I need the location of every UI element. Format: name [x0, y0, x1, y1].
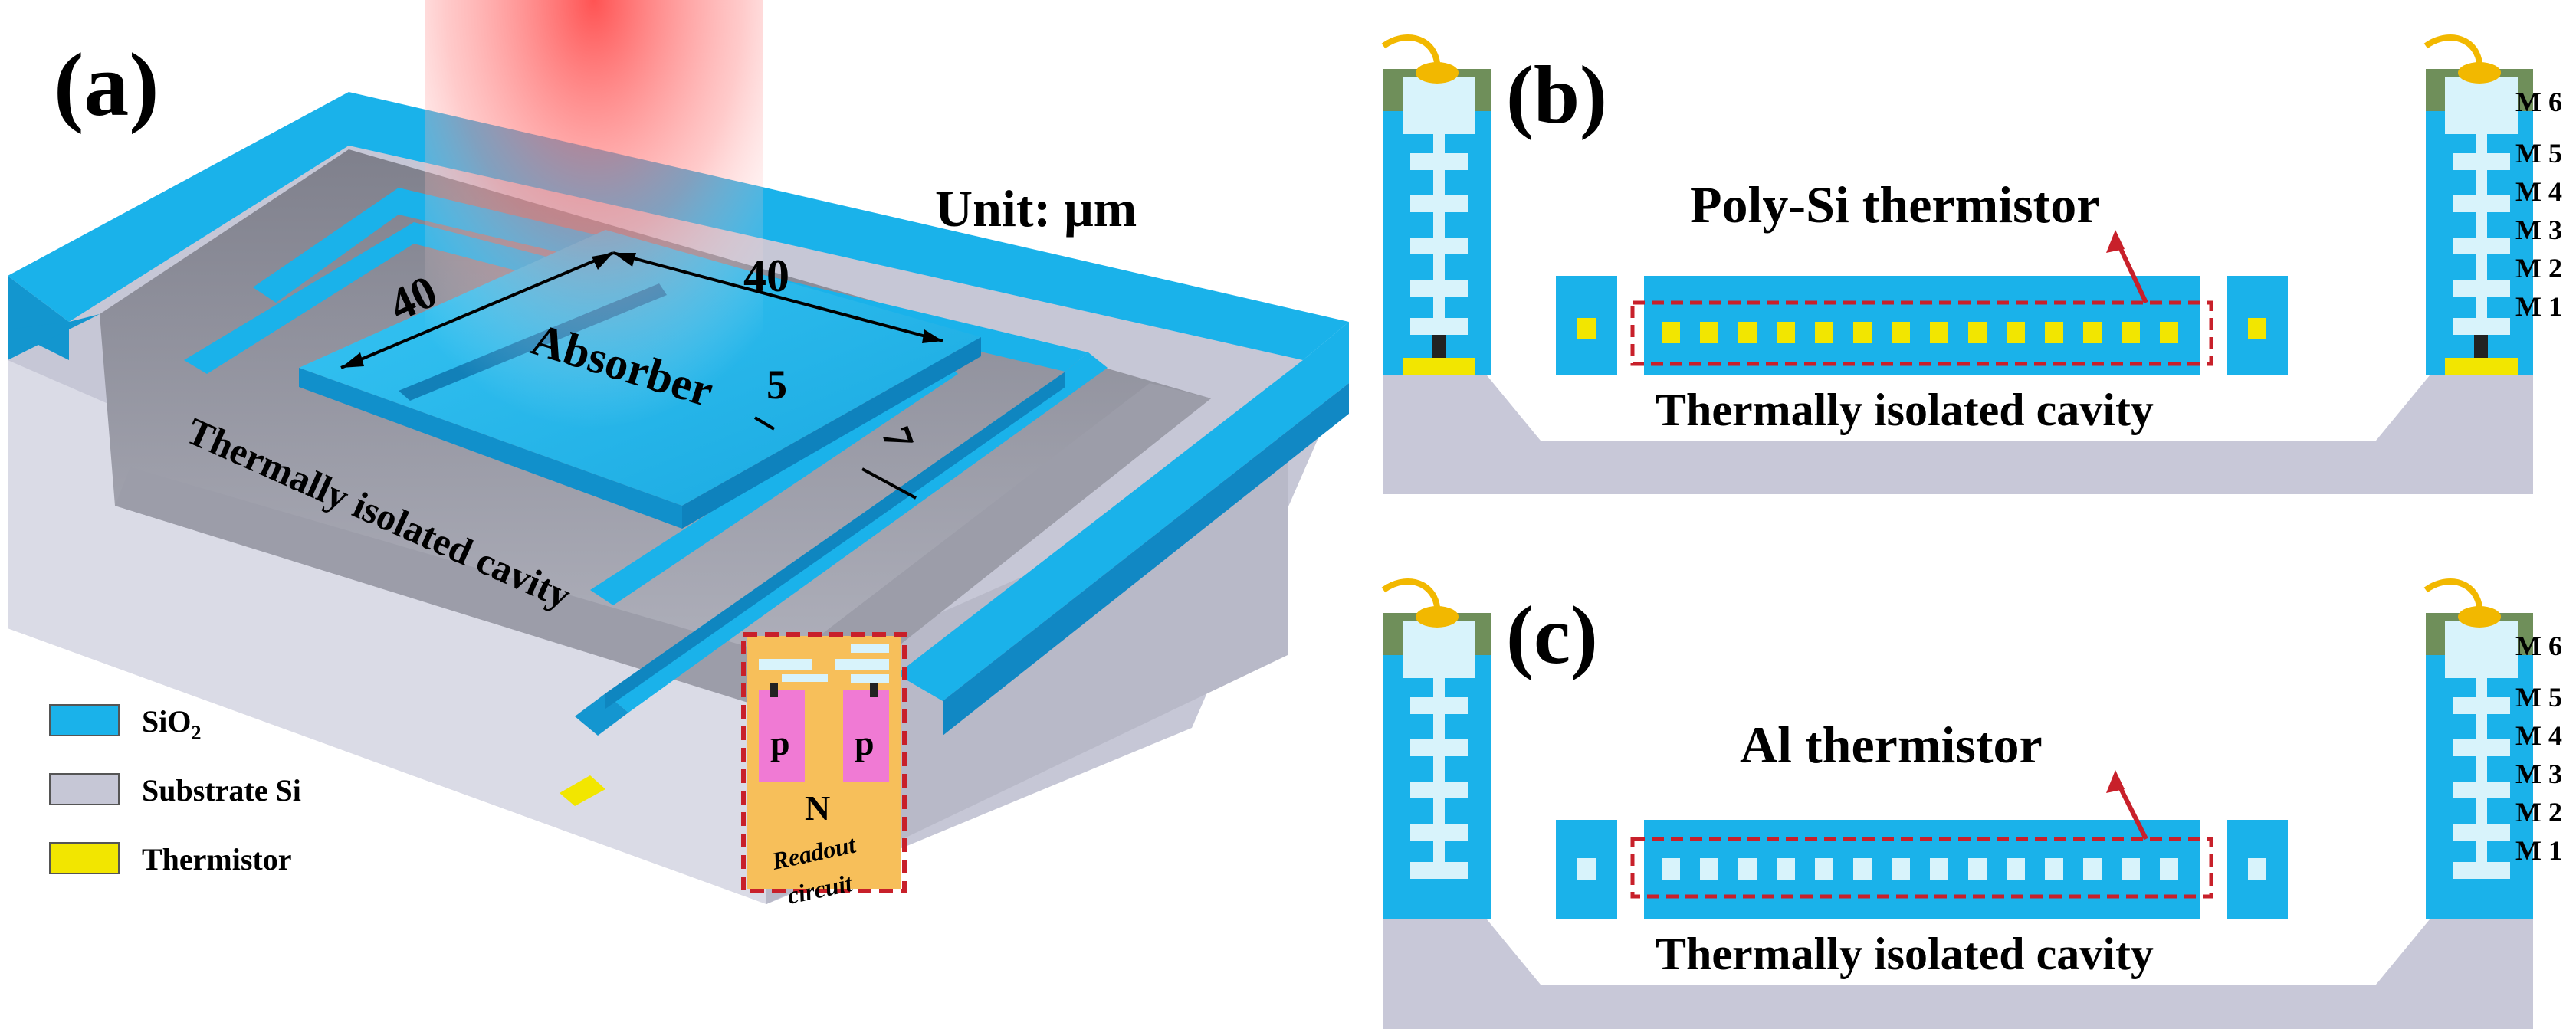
readout-circuit: p p N Readout circuit	[741, 632, 907, 909]
dim-arrows	[340, 251, 943, 500]
poly-si-cell	[1968, 322, 1987, 343]
poly-si-cell	[1700, 322, 1718, 343]
al-cell	[1968, 858, 1987, 880]
al-cell	[1815, 858, 1833, 880]
panel-a-label: (a)	[54, 34, 159, 135]
thermistor-highlight-b	[1630, 300, 2213, 366]
frame-right-side	[943, 383, 1349, 736]
dim-arrowheads	[341, 253, 943, 368]
leg-inner-1	[184, 222, 943, 377]
poly-si-thermistor-label: Poly-Si thermistor	[1690, 175, 2099, 234]
poly-si-cell	[2083, 322, 2102, 343]
readout-p-left: p	[770, 723, 790, 762]
legend-swatch-thermistor	[49, 842, 120, 874]
al-cell	[1777, 858, 1795, 880]
membrane-c	[1644, 820, 2200, 919]
unit-text: Unit: μm	[935, 179, 1137, 238]
al-cell	[2122, 858, 2140, 880]
al-cell	[1738, 858, 1757, 880]
poly-si-cell	[2160, 322, 2178, 343]
metal-labels-b: M 6 M 5 M 4 M 3 M 2 M 1	[2515, 87, 2562, 322]
poly-si-cell	[2122, 322, 2140, 343]
readout-n: N	[805, 788, 830, 827]
al-cell	[2045, 858, 2063, 880]
thermistor-right-b	[2445, 358, 2518, 375]
m6-c: M 6	[2515, 631, 2562, 661]
m3-c: M 3	[2515, 759, 2562, 789]
al-cell	[2083, 858, 2102, 880]
poly-si-cell	[1738, 322, 1757, 343]
al-cell	[1930, 858, 1948, 880]
al-cell	[2007, 858, 2025, 880]
frame-back-front	[8, 276, 69, 360]
poly-si-cell	[2045, 322, 2063, 343]
readout-p-right: p	[855, 723, 875, 762]
m5-c: M 5	[2515, 682, 2562, 713]
m2-b: M 2	[2515, 253, 2562, 283]
al-cell	[2160, 858, 2178, 880]
poly-si-cell	[1777, 322, 1795, 343]
frame-left-front	[8, 314, 100, 360]
membrane-b	[1644, 276, 2200, 375]
al-cells	[1662, 858, 2178, 880]
legend: SiO2 Substrate Si Thermistor	[49, 704, 301, 877]
dim-depth: 40	[743, 251, 789, 301]
poly-si-cell	[1892, 322, 1910, 343]
light-beam	[425, 0, 763, 536]
al-cell	[1853, 858, 1872, 880]
m3-b: M 3	[2515, 215, 2562, 245]
poly-si-cell	[1662, 322, 1680, 343]
leg-3	[575, 693, 628, 736]
frame-right	[897, 322, 1349, 701]
m2-c: M 2	[2515, 797, 2562, 827]
leg-2-side	[605, 372, 1065, 709]
m1-b: M 1	[2515, 291, 2562, 322]
thermistor-stub	[560, 775, 605, 806]
panel-b-label: (b)	[1506, 50, 1607, 141]
poly-si-cell	[1853, 322, 1872, 343]
panel-b: (b) Poly-Si thermistor Thermally isolate…	[1381, 34, 2562, 494]
m1-c: M 1	[2515, 835, 2562, 866]
m6-b: M 6	[2515, 87, 2562, 117]
cavity-label-b: Thermally isolated cavity	[1656, 385, 2154, 435]
legend-substrate: Substrate Si	[142, 773, 301, 808]
metal-labels-c: M 6 M 5 M 4 M 3 M 2 M 1	[2515, 631, 2562, 866]
thermistor-left-b	[1403, 358, 1475, 375]
thermistor-highlight-c	[1630, 837, 2213, 899]
legend-thermistor: Thermistor	[142, 842, 292, 877]
m5-b: M 5	[2515, 138, 2562, 169]
al-cell	[1662, 858, 1680, 880]
m4-b: M 4	[2515, 176, 2562, 207]
substrate-c	[1383, 919, 2533, 1029]
al-cell	[1700, 858, 1718, 880]
poly-si-cell	[1930, 322, 1948, 343]
legend-swatch-substrate	[49, 773, 120, 805]
poly-si-cell	[1815, 322, 1833, 343]
panel-c-label: (c)	[1506, 590, 1598, 681]
m4-c: M 4	[2515, 720, 2562, 751]
poly-si-cells	[1662, 322, 2178, 343]
poly-si-cell	[2007, 322, 2025, 343]
al-thermistor-label: Al thermistor	[1740, 716, 2043, 774]
panel-c: (c) Al thermistor Thermally isolated cav…	[1381, 578, 2562, 1029]
substrate-b	[1383, 375, 2533, 494]
cavity-floor	[115, 383, 1211, 720]
cavity-label-c: Thermally isolated cavity	[1656, 929, 2154, 979]
dim-gap: 5	[766, 362, 787, 408]
legend-swatch-sio2	[49, 704, 120, 736]
al-cell	[1892, 858, 1910, 880]
panel-a: p p N Readout circuit (a) Unit: μm 40 40	[8, 0, 1349, 909]
legend-sio2: SiO2	[142, 704, 201, 744]
frame-back	[8, 92, 1349, 360]
